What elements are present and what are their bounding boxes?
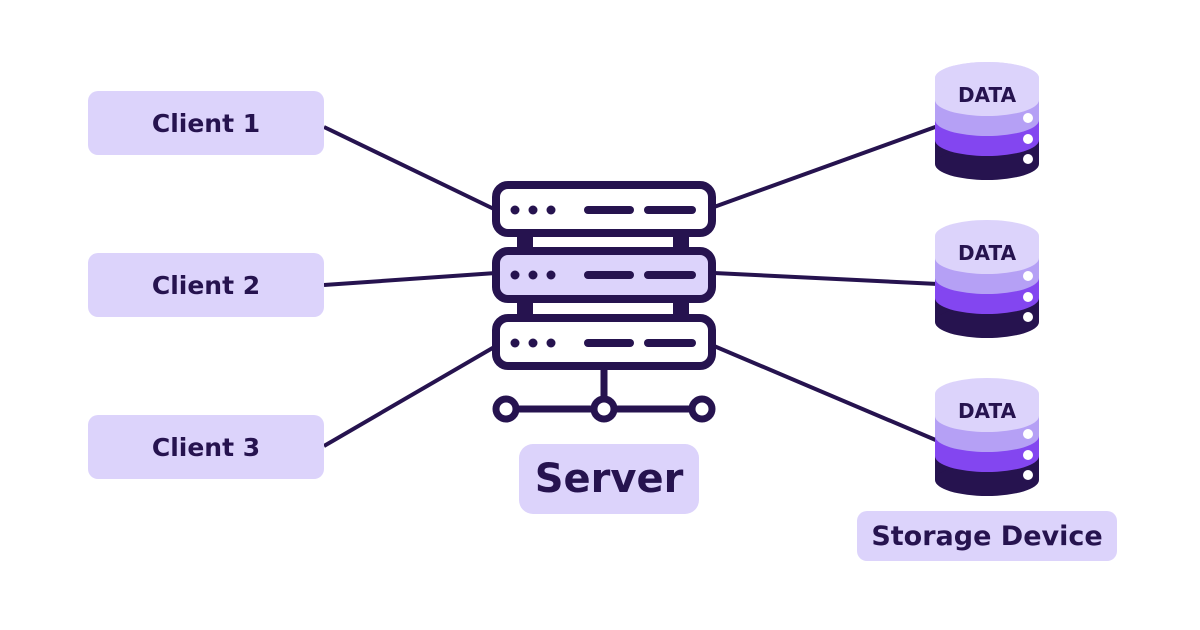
database-label: DATA — [958, 83, 1017, 107]
connector-lines — [322, 124, 939, 448]
connector-database-2 — [713, 271, 939, 286]
network-base — [492, 366, 716, 423]
connector-database-1 — [713, 124, 939, 209]
client-1-label: Client 1 — [151, 108, 261, 138]
client-2-label: Client 2 — [151, 270, 261, 300]
server-label-box: Server — [519, 444, 699, 514]
connector-database-3 — [713, 344, 939, 443]
database-icon: DATA — [935, 378, 1039, 496]
database-icon: DATA — [935, 62, 1039, 180]
connector-client-1 — [323, 125, 497, 212]
connector-client-2 — [323, 271, 497, 287]
database-label: DATA — [958, 241, 1017, 265]
storage-device-label: Storage Device — [871, 520, 1103, 552]
database-label: DATA — [958, 399, 1017, 423]
storage-label-box: Storage Device — [857, 511, 1117, 561]
server-rack-icon — [492, 181, 716, 423]
server-label: Server — [534, 456, 684, 502]
server-unit — [492, 181, 716, 237]
server-unit — [492, 314, 716, 370]
client-3-label: Client 3 — [151, 432, 261, 462]
client-3-box: Client 3 — [88, 415, 324, 479]
client-1-box: Client 1 — [88, 91, 324, 155]
client-2-box: Client 2 — [88, 253, 324, 317]
database-icon: DATA — [935, 220, 1039, 338]
connector-client-3 — [322, 344, 498, 448]
server-unit — [492, 247, 716, 303]
